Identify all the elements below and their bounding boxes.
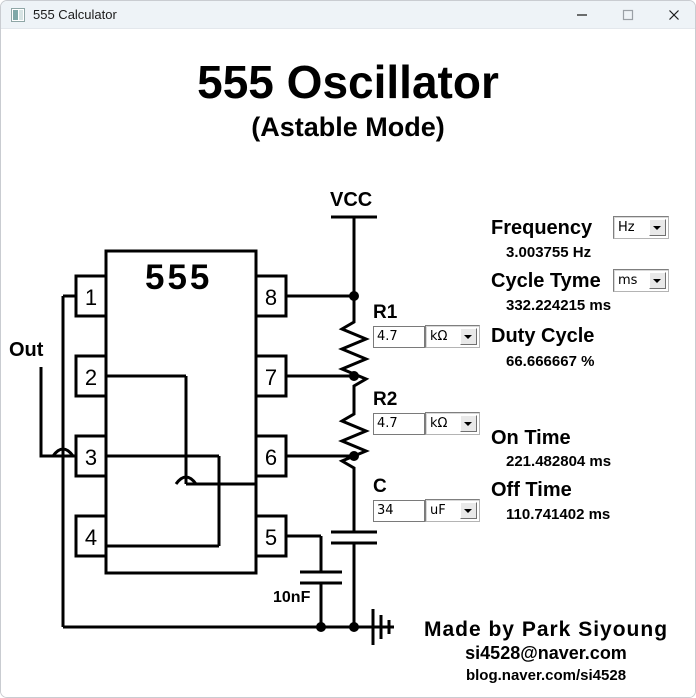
on-time-label: On Time <box>491 427 571 449</box>
pin-1: 1 <box>84 285 98 310</box>
minimize-button[interactable] <box>559 1 605 29</box>
c-value-input[interactable]: 34 <box>373 500 425 522</box>
pin-7: 7 <box>264 365 278 390</box>
maximize-button[interactable] <box>605 1 651 29</box>
r2-label: R2 <box>373 389 398 410</box>
pin-6: 6 <box>264 445 278 470</box>
credit-email: si4528@naver.com <box>465 643 627 663</box>
credit-blog: blog.naver.com/si4528 <box>465 667 627 684</box>
r2-value-input[interactable]: 4.7 <box>373 413 425 435</box>
title-bar: 555 Calculator <box>1 1 695 29</box>
vcc-label: VCC <box>330 189 373 211</box>
frequency-unit-value: Hz <box>618 220 635 235</box>
window-title: 555 Calculator <box>33 7 117 22</box>
cycle-time-unit-select[interactable]: ms <box>613 269 669 292</box>
circuit-schematic <box>39 215 394 645</box>
off-time-value: 110.741402 ms <box>506 506 611 523</box>
chevron-down-icon[interactable] <box>649 272 666 289</box>
chevron-down-icon[interactable] <box>460 328 477 345</box>
off-time-label: Off Time <box>491 479 572 501</box>
frequency-value: 3.003755 Hz <box>506 244 592 261</box>
pin-5: 5 <box>264 525 278 550</box>
on-time-value: 221.482804 ms <box>506 453 612 470</box>
chevron-down-icon[interactable] <box>460 502 477 519</box>
pin-8: 8 <box>264 285 278 310</box>
pin-3: 3 <box>84 445 98 470</box>
minimize-icon <box>577 14 587 16</box>
duty-cycle-value: 66.666667 % <box>506 353 595 370</box>
control-cap-label: 10nF <box>273 589 311 606</box>
c-label: C <box>373 476 387 497</box>
close-icon <box>669 10 679 20</box>
cycle-time-value: 332.224215 ms <box>506 297 612 314</box>
frequency-unit-select[interactable]: Hz <box>613 216 669 239</box>
r1-unit-select[interactable]: kΩ <box>425 325 480 348</box>
frequency-label: Frequency <box>491 217 593 239</box>
c-unit-select[interactable]: uF <box>425 499 480 522</box>
close-button[interactable] <box>651 1 695 29</box>
chevron-down-icon[interactable] <box>649 219 666 236</box>
r1-label: R1 <box>373 302 398 323</box>
out-label: Out <box>9 339 44 361</box>
cycle-time-unit-value: ms <box>618 273 638 288</box>
page-title: 555 Oscillator <box>197 56 499 108</box>
r1-unit-value: kΩ <box>430 329 448 344</box>
pin-4: 4 <box>84 525 98 550</box>
chip-label: 555 <box>145 258 213 297</box>
r1-value-input[interactable]: 4.7 <box>373 326 425 348</box>
cycle-time-label: Cycle Tyme <box>491 270 601 292</box>
content-area: 555 Oscillator (Astable Mode) <box>1 29 695 697</box>
c-unit-value: uF <box>430 503 446 518</box>
r2-unit-select[interactable]: kΩ <box>425 412 480 435</box>
maximize-icon <box>622 9 634 21</box>
pin-2: 2 <box>84 365 98 390</box>
duty-cycle-label: Duty Cycle <box>491 325 595 347</box>
app-icon <box>11 8 25 22</box>
r2-unit-value: kΩ <box>430 416 448 431</box>
credit-author: Made by Park Siyoung <box>423 618 669 641</box>
page-subtitle: (Astable Mode) <box>251 112 445 142</box>
chevron-down-icon[interactable] <box>460 415 477 432</box>
